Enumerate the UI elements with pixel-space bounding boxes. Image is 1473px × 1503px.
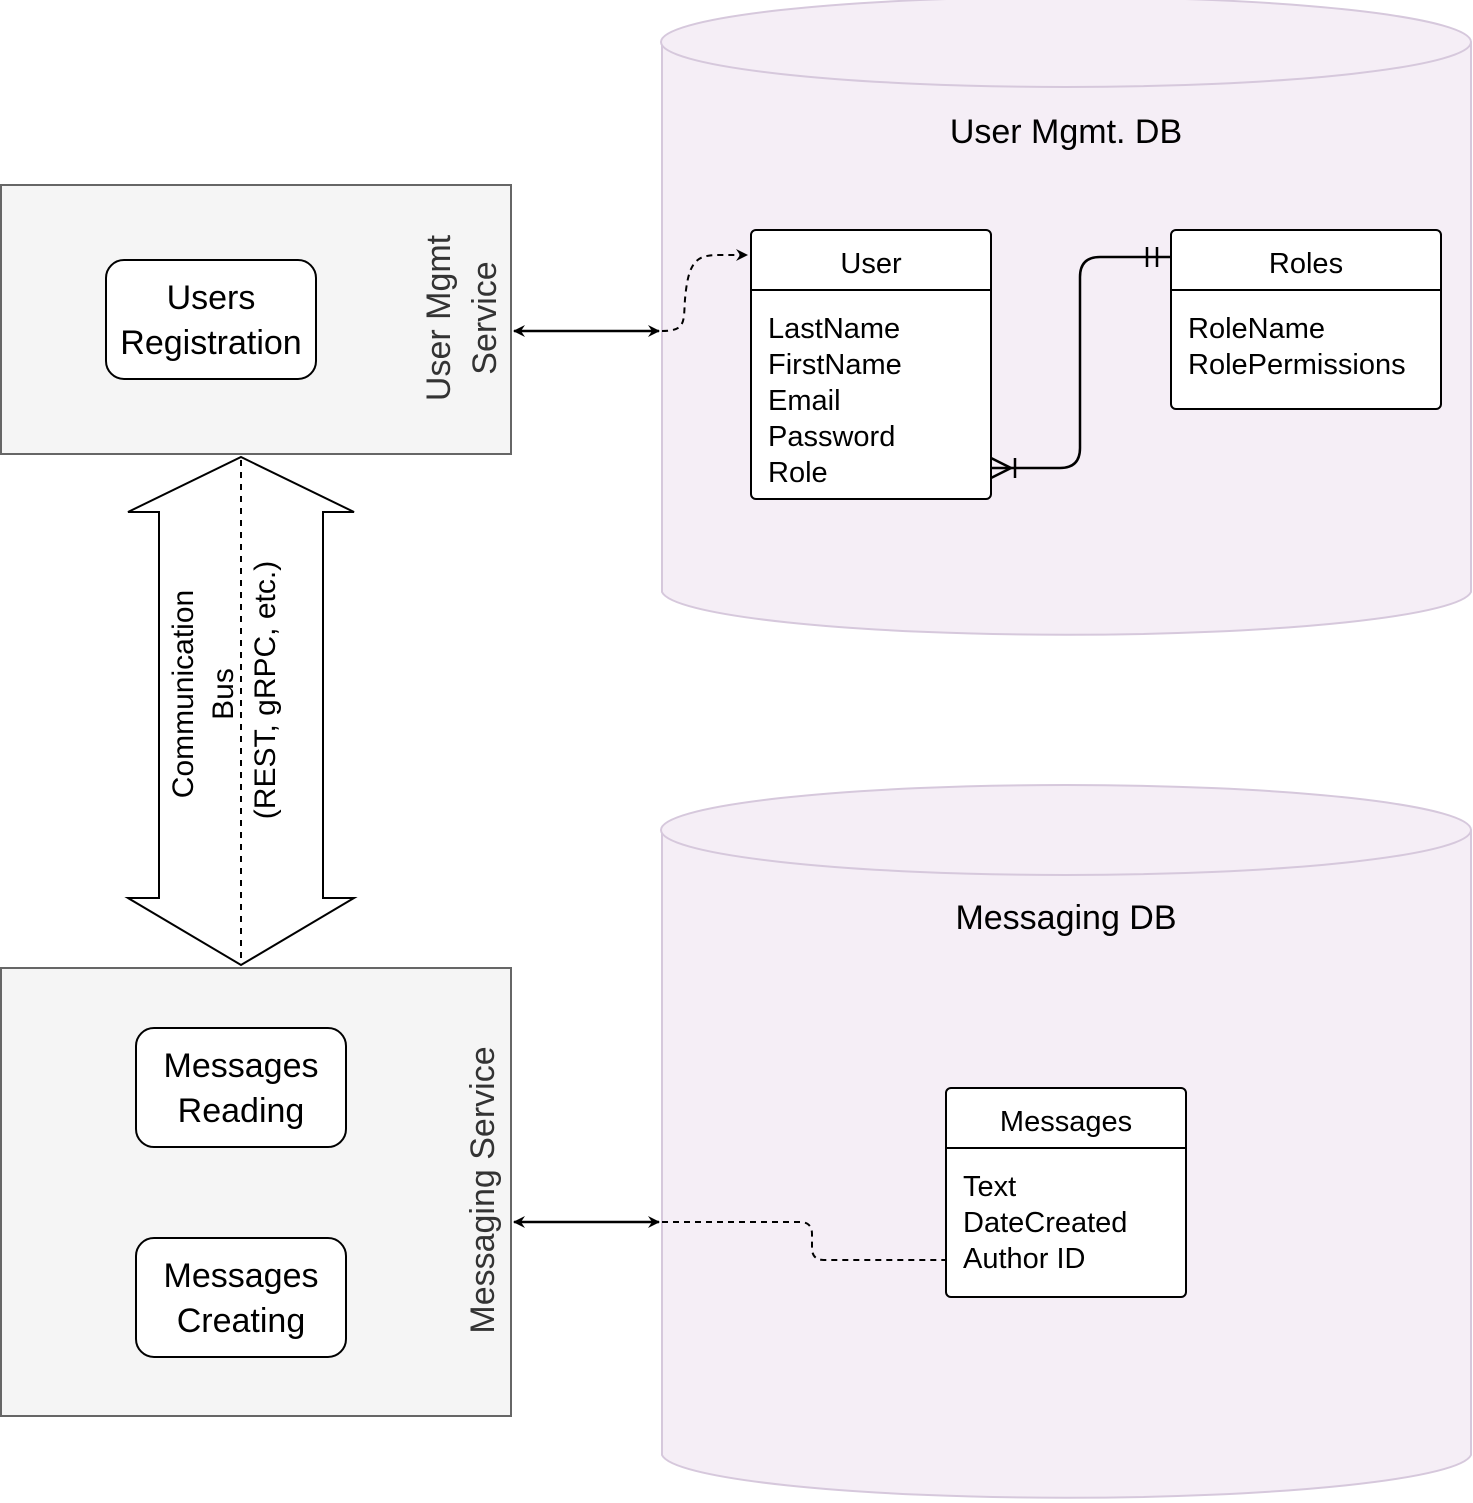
user-roles-relationship [990, 247, 1171, 480]
messages-field: Text [963, 1171, 1016, 1203]
user-field: LastName [768, 313, 900, 345]
bus-label-line1: Communication [167, 590, 200, 798]
bus-label-line3: (REST, gRPC, etc.) [249, 561, 282, 819]
roles-field: RoleName [1188, 313, 1325, 345]
messages-creating-component[interactable]: Messages Creating [135, 1237, 347, 1358]
messages-reading-line1: Messages [164, 1047, 319, 1085]
user-entity-name: User [840, 248, 902, 280]
messaging-service-label: Messaging Service [464, 1046, 502, 1333]
bus-label-line2: Bus [207, 668, 240, 720]
users-registration-line2: Registration [120, 324, 301, 362]
user-mgmt-service[interactable]: User Mgmt Service [0, 184, 512, 455]
user-mgmt-db-title: User Mgmt. DB [950, 113, 1182, 151]
user-field: Role [768, 457, 828, 489]
messages-reading-line2: Reading [178, 1092, 305, 1130]
messages-entity[interactable]: Messages Text DateCreated Author ID [945, 1087, 1187, 1298]
user-field: FirstName [768, 349, 902, 381]
messages-creating-line1: Messages [164, 1257, 319, 1295]
user-service-db-connector [513, 249, 748, 337]
messages-entity-name: Messages [1000, 1106, 1132, 1138]
messaging-service-db-connector [513, 1216, 946, 1261]
messaging-db-title: Messaging DB [955, 899, 1176, 937]
user-field: Password [768, 421, 895, 453]
user-mgmt-service-label-1: User Mgmt [420, 234, 458, 401]
roles-entity[interactable]: Roles RoleName RolePermissions [1170, 229, 1442, 410]
communication-bus-arrow: Communication Bus (REST, gRPC, etc.) [124, 455, 358, 967]
user-entity[interactable]: User LastName FirstName Email Password R… [750, 229, 992, 500]
messages-creating-line2: Creating [177, 1302, 306, 1340]
users-registration-line1: Users [167, 279, 256, 317]
user-mgmt-service-label-2: Service [466, 261, 504, 374]
user-field: Email [768, 385, 841, 417]
messages-field: DateCreated [963, 1207, 1127, 1239]
messages-reading-component[interactable]: Messages Reading [135, 1027, 347, 1148]
roles-field: RolePermissions [1188, 349, 1406, 381]
users-registration-component[interactable]: Users Registration [105, 259, 317, 380]
messages-field: Author ID [963, 1243, 1086, 1275]
roles-entity-name: Roles [1269, 248, 1343, 280]
